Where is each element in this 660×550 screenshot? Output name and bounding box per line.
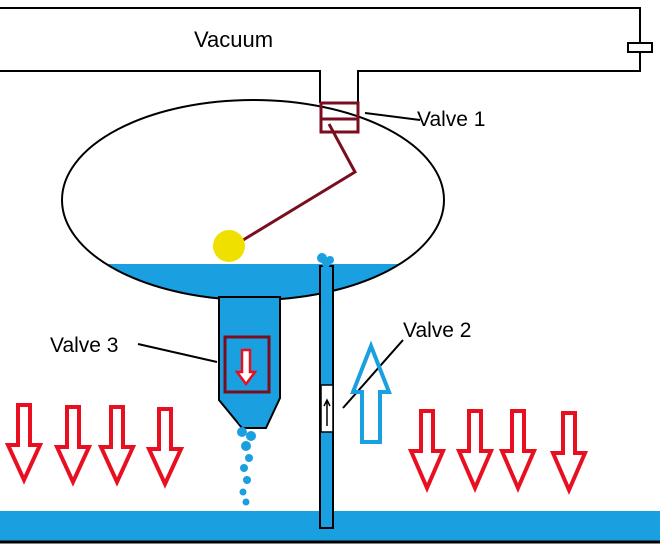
down-arrow-icon xyxy=(4,403,44,485)
down-arrow-icon xyxy=(145,407,185,489)
valve2-label: Valve 2 xyxy=(403,319,472,342)
down-arrow-icon xyxy=(455,409,495,494)
down-arrow-icon xyxy=(549,411,589,496)
water-spray xyxy=(231,400,269,506)
float-arm xyxy=(229,123,357,250)
up-arrow-icon xyxy=(350,340,392,444)
valve3-label: Valve 3 xyxy=(50,334,119,357)
vacuum-label: Vacuum xyxy=(194,27,273,52)
valve1-leader xyxy=(364,112,421,121)
down-arrow-icon xyxy=(407,409,447,494)
valve1-label: Valve 1 xyxy=(417,108,486,131)
vacuum-chamber xyxy=(0,7,641,103)
valve3-leader xyxy=(137,343,218,363)
pressure-arrows xyxy=(4,403,589,496)
float-ball-icon xyxy=(213,230,245,262)
pipe-bubbles xyxy=(317,253,334,268)
down-arrow-icon xyxy=(97,405,137,487)
valve3-arrow-icon xyxy=(234,348,258,387)
valve2-leader xyxy=(342,339,404,409)
valve2-arrow-icon xyxy=(323,398,331,426)
vacuum-port xyxy=(627,42,653,53)
down-arrow-icon xyxy=(53,405,93,487)
down-arrow-icon xyxy=(498,409,538,494)
valve3-body xyxy=(223,335,271,394)
